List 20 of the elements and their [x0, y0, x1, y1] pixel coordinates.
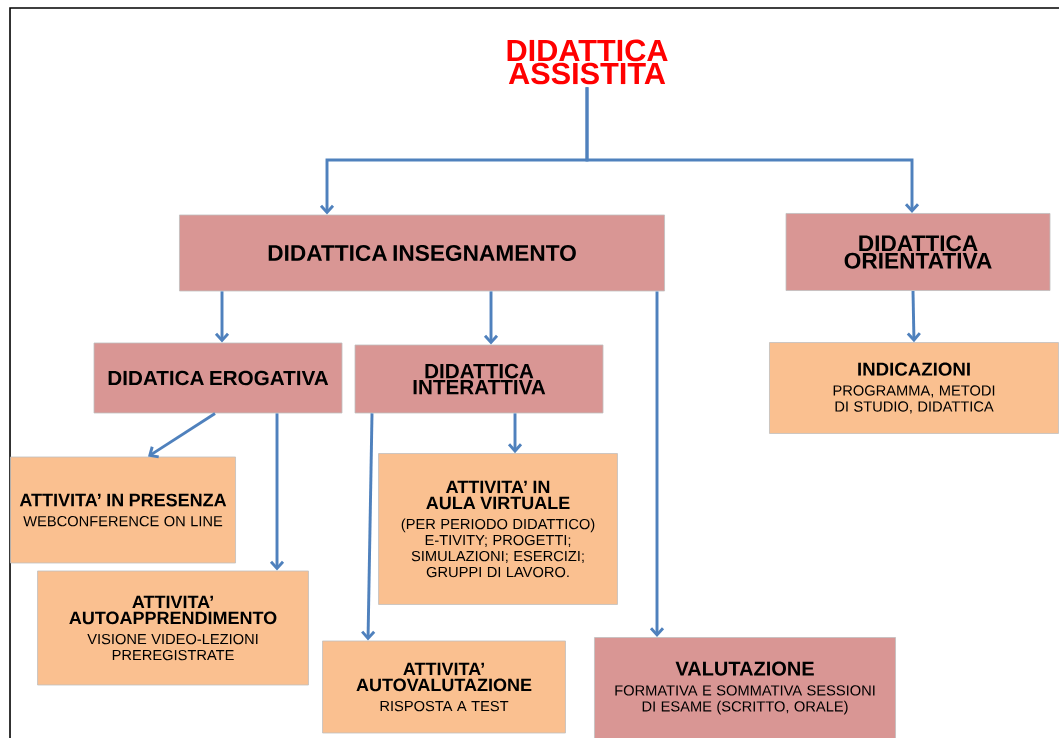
activity-box: ATTIVITA’ AUTOAPPRENDIMENTO VISIONE VIDEO-LEZIONI PREREGISTRATE — [37, 570, 309, 686]
activity-box: ATTIVITA’ IN AULA VIRTUALE (PER PERIODO DIDATTICO) E-TIVITY; PROGETTI; SIMULAZIONI; ESERCIZI; GRUPPI DI LAVORO. — [378, 453, 618, 605]
title: DIDATTICA ASSISTITA — [507, 39, 668, 85]
category-box: DIDATTICA ORIENTATIVA — [785, 213, 1051, 291]
arrow — [649, 291, 665, 638]
activity-box: INDICAZIONI PROGRAMMA, METODI DI STUDIO, DIDATTICA — [769, 342, 1059, 434]
category-box: DIDATTICA INSEGNAMENTO — [179, 214, 665, 292]
activity-box: ATTIVITA’ IN PRESENZA WEBCONFERENCE ON LINE — [10, 456, 236, 564]
activity-box: ATTIVITA’ AUTOVALUTAZIONE RISPOSTA A TEST — [322, 640, 566, 734]
arrow — [361, 413, 376, 641]
category-box: DIDATTICA INTERATTIVA — [354, 344, 604, 414]
arrow — [148, 412, 216, 459]
arrow — [585, 87, 920, 214]
arrow — [507, 413, 523, 454]
arrow — [483, 291, 499, 345]
arrow — [269, 413, 285, 571]
category-box: DIDATICA EROGATIVA — [93, 342, 343, 414]
arrow — [214, 291, 230, 343]
arrow — [906, 290, 921, 343]
evaluation-box: VALUTAZIONE FORMATIVA E SOMMATIVA SESSIONI DI ESAME (SCRITTO, ORALE) — [594, 637, 896, 738]
